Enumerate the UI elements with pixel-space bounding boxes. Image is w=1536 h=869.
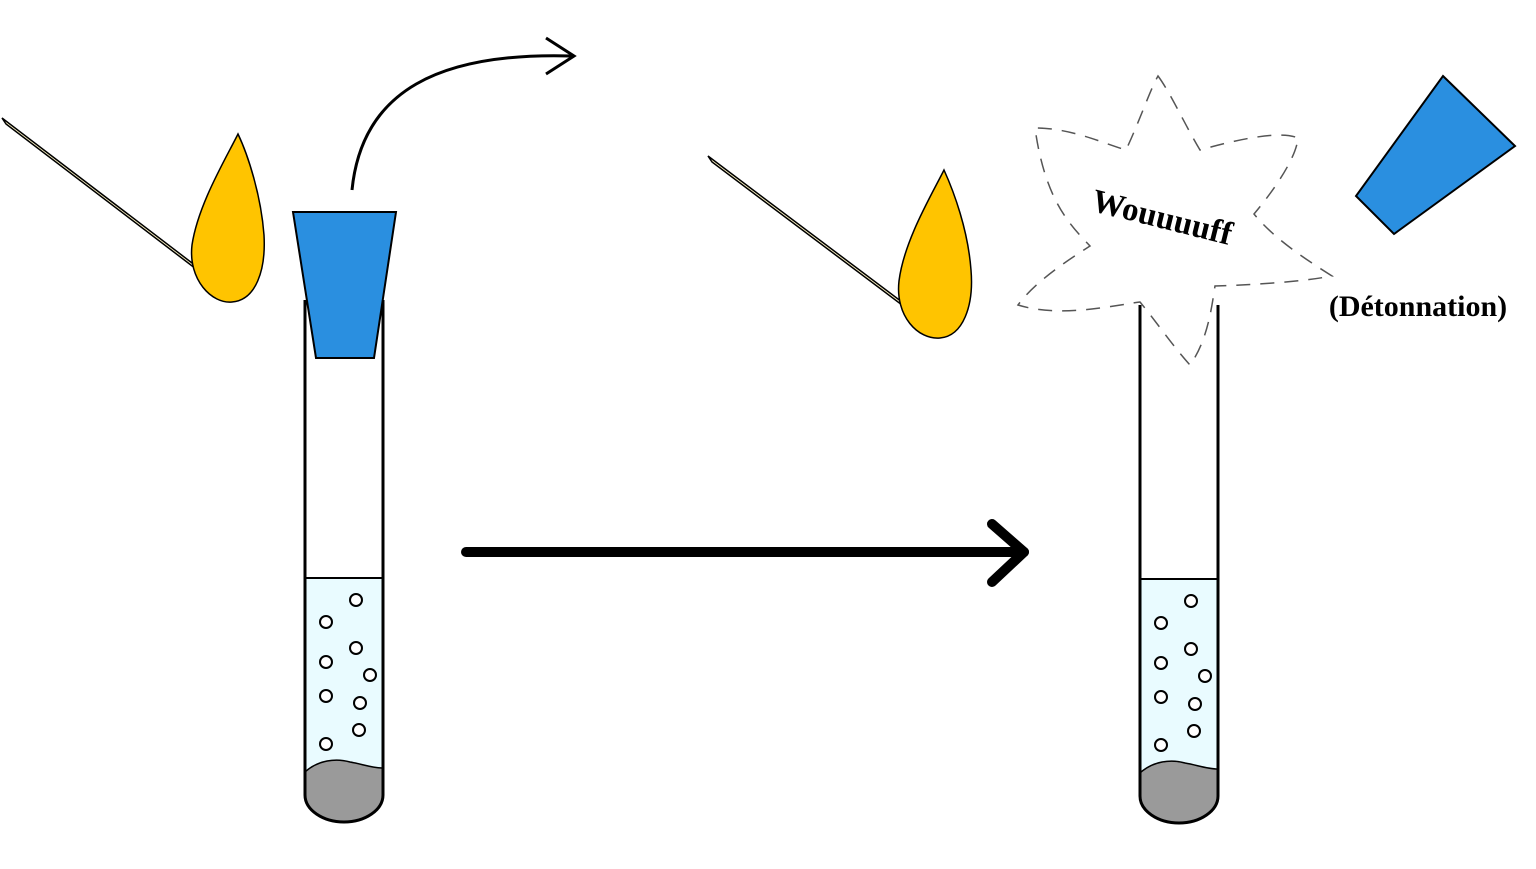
left-scene <box>1 36 577 824</box>
match-stick-right <box>707 155 907 309</box>
bubble-icon <box>1188 697 1202 711</box>
bubble-icon <box>352 723 366 737</box>
bubble-icon <box>353 696 367 710</box>
bubble-icon <box>363 668 377 682</box>
bubble-icon <box>319 655 333 669</box>
bubble-icon <box>319 615 333 629</box>
event-label: (Détonnation) <box>1329 290 1507 323</box>
bubble-icon <box>349 641 363 655</box>
bubbles-right <box>1154 594 1212 752</box>
arrow-icon <box>987 519 1029 587</box>
bubbles-left <box>319 593 377 751</box>
reaction-arrow <box>461 519 1029 587</box>
curved-arrow-icon <box>350 54 573 191</box>
test-tube-right <box>1138 305 1220 825</box>
bubble-icon <box>1154 690 1168 704</box>
flame-icon <box>897 168 973 339</box>
sound-label: Wouuuuff <box>1088 183 1237 253</box>
bubble-icon <box>1154 738 1168 752</box>
right-scene: Wouuuuff (Détonnation) <box>707 74 1517 825</box>
curved-arrow-head <box>545 36 577 76</box>
bubble-icon <box>1187 724 1201 738</box>
bubble-icon <box>1198 669 1212 683</box>
tube-wall-right <box>1138 305 1220 825</box>
test-tube-left <box>303 300 385 824</box>
bubble-icon <box>349 593 363 607</box>
bubble-icon <box>319 737 333 751</box>
bubble-icon <box>319 689 333 703</box>
bubble-icon <box>1154 616 1168 630</box>
tube-wall-left <box>303 300 385 824</box>
match-stick-left <box>1 117 201 273</box>
stopper-icon <box>291 211 398 359</box>
bubble-icon <box>1154 656 1168 670</box>
bubble-icon <box>1184 594 1198 608</box>
stopper-icon <box>1354 74 1517 236</box>
flame-icon <box>190 132 265 303</box>
bubble-icon <box>1184 642 1198 656</box>
explosion-burst-icon <box>1016 74 1335 367</box>
